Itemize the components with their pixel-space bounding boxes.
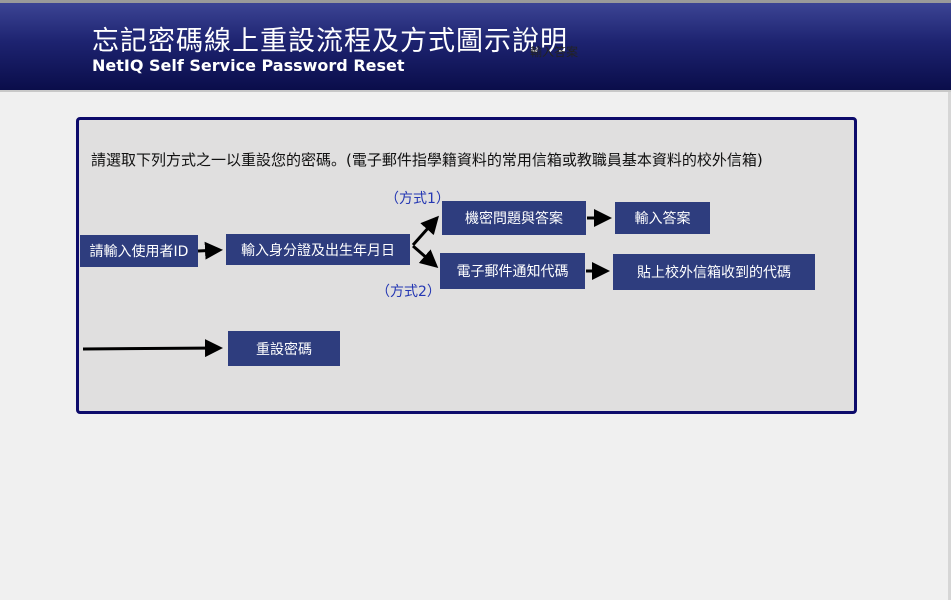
- method2-step-box: 電子郵件通知代碼: [440, 253, 585, 289]
- step-userid-box: 請輸入使用者ID: [80, 235, 198, 267]
- page-header: 忘記密碼線上重設流程及方式圖示說明 NetIQ Self Service Pas…: [0, 0, 951, 90]
- method2-next-box: 貼上校外信箱收到的代碼: [613, 254, 815, 290]
- method1-next-box: 輸入答案: [615, 202, 710, 234]
- header-divider: [0, 90, 951, 92]
- step-id-birth-box: 輸入身分證及出生年月日: [226, 234, 410, 265]
- page-subtitle: NetIQ Self Service Password Reset: [92, 56, 405, 75]
- method1-label: （方式1）: [385, 191, 450, 207]
- intro-text: 請選取下列方式之一以重設您的密碼。(電子郵件指學籍資料的常用信箱或教職員基本資料…: [91, 151, 763, 169]
- header-overlap-text: 輸入答案: [530, 45, 579, 59]
- method2-label: （方式2）: [376, 284, 441, 300]
- final-step-box: 重設密碼: [228, 331, 340, 366]
- right-edge-bar: [948, 92, 951, 600]
- method1-step-box: 機密問題與答案: [442, 201, 586, 235]
- page-title: 忘記密碼線上重設流程及方式圖示說明: [92, 26, 568, 57]
